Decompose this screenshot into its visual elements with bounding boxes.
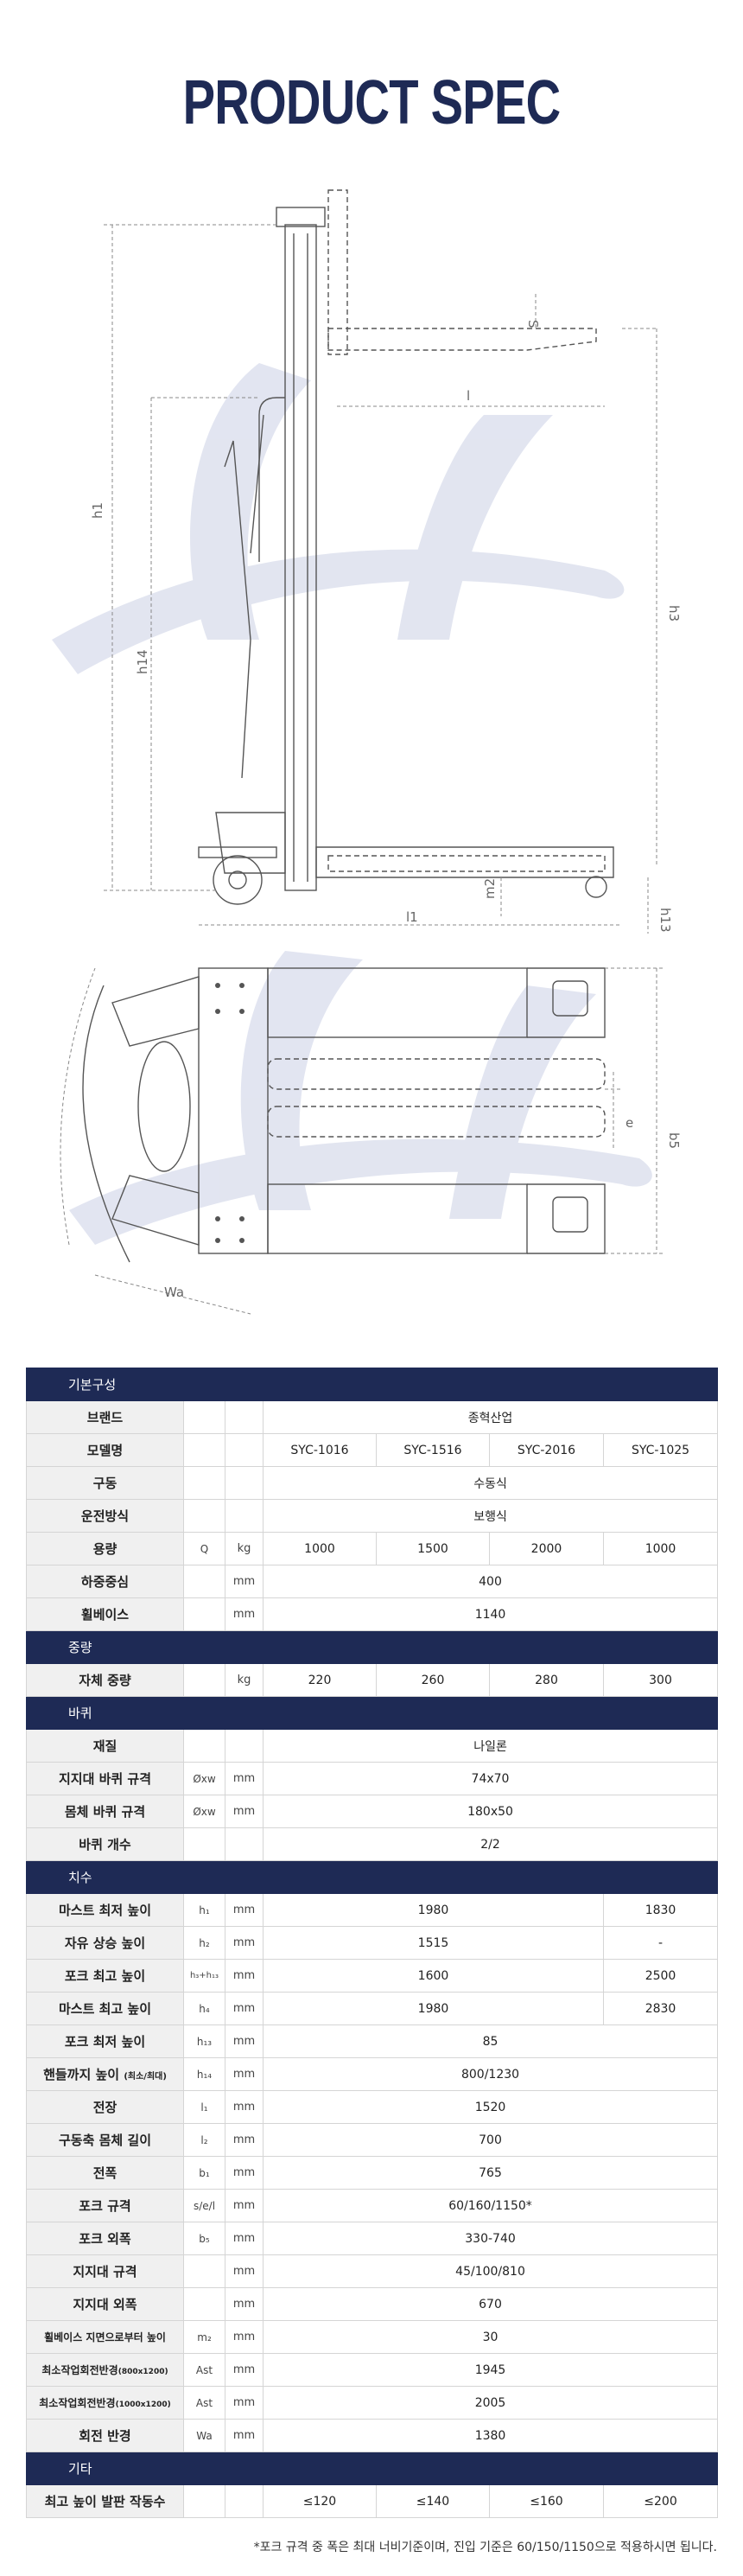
table-row-total-width: 전폭 b₁ mm 765 xyxy=(26,2156,719,2190)
table-row-wheelbase: 휠베이스 mm 1140 xyxy=(26,1597,719,1631)
table-row-fork-outer: 포크 외폭 b₅ mm 330-740 xyxy=(26,2222,719,2255)
table-row-aisle-800: 최소작업회전반경(800x1200) Ast mm 1945 xyxy=(26,2353,719,2387)
table-row-wb-ground: 휠베이스 지면으로부터 높이 m₂ mm 30 xyxy=(26,2320,719,2354)
spec-table: 기본구성 브랜드 종혁산업 모델명 SYC-1016 SYC-1516 SYC-… xyxy=(25,1368,719,2518)
dim-m2: m2 xyxy=(482,878,498,899)
dim-h1: h1 xyxy=(90,502,105,519)
dim-h14: h14 xyxy=(135,649,150,674)
table-row-operation: 운전방식 보행식 xyxy=(26,1499,719,1533)
table-row-fork-min: 포크 최저 높이 h₁₃ mm 85 xyxy=(26,2024,719,2058)
table-row-capacity: 용량 Q kg 1000 1500 2000 1000 xyxy=(26,1532,719,1565)
table-row-mast-max: 마스트 최고 높이 h₄ mm 1980 2830 xyxy=(26,1992,719,2025)
watermark-logo-top xyxy=(69,951,652,1245)
section-etc: 기타 xyxy=(25,2452,719,2485)
section-wheel: 바퀴 xyxy=(25,1696,719,1730)
table-row-free-lift: 자유 상승 높이 h₂ mm 1515 - xyxy=(26,1926,719,1960)
table-row-total-length: 전장 l₁ mm 1520 xyxy=(26,2090,719,2124)
side-view-drawing: h1 h14 h3 S l m2 h13 l1 xyxy=(52,189,682,934)
fork-raised xyxy=(327,328,597,351)
handle-wheel-top xyxy=(137,1041,191,1172)
dim-e: e xyxy=(626,1115,633,1131)
table-row-material: 재질 나일론 xyxy=(26,1729,719,1763)
table-row-pedal: 최고 높이 발판 작동수 ≤120 ≤140 ≤160 ≤200 xyxy=(26,2484,719,2518)
table-row-fork-max: 포크 최고 높이 h₃+h₁₃ mm 1600 2500 xyxy=(26,1959,719,1993)
section-weight: 중량 xyxy=(25,1630,719,1664)
base-frame xyxy=(198,967,269,1254)
table-row-drive-body-length: 구동축 몸체 길이 l₂ mm 700 xyxy=(26,2123,719,2157)
table-row-load-center: 하중중심 mm 400 xyxy=(26,1565,719,1598)
support-wheel xyxy=(585,876,607,898)
footnote: *포크 규격 중 폭은 최대 너비기준이며, 진입 기준은 60/150/115… xyxy=(253,2541,717,2554)
page-title: PRODUCT SPEC xyxy=(182,68,562,137)
mast xyxy=(284,224,317,891)
table-row-brand: 브랜드 종혁산업 xyxy=(26,1400,719,1434)
table-row-support-wheel: 지지대 바퀴 규격 Øxw mm 74x70 xyxy=(26,1762,719,1795)
table-row-wheel-count: 바퀴 개수 2/2 xyxy=(26,1827,719,1861)
table-row-support-spec: 지지대 규격 mm 45/100/810 xyxy=(26,2254,719,2288)
section-dimension: 치수 xyxy=(25,1860,719,1894)
dim-b5: b5 xyxy=(666,1132,682,1149)
table-row-mast-min: 마스트 최저 높이 h₁ mm 1980 1830 xyxy=(26,1893,719,1927)
handle xyxy=(258,397,285,562)
table-row-body-wheel: 몸체 바퀴 규격 Øxw mm 180x50 xyxy=(26,1795,719,1828)
table-row-drive: 구동 수동식 xyxy=(26,1466,719,1500)
mast-top xyxy=(276,207,326,227)
table-row-aisle-1000: 최소작업회전반경(1000x1200) Ast mm 2005 xyxy=(26,2386,719,2420)
dim-s: S xyxy=(525,320,541,328)
dim-h13: h13 xyxy=(657,908,673,933)
top-view-drawing: b5 e Wa xyxy=(60,951,682,1315)
dim-l1: l1 xyxy=(406,909,418,925)
fork-left-top xyxy=(267,1058,606,1090)
fork-right-top xyxy=(267,1106,606,1138)
table-row-support-outer: 지지대 외폭 mm 670 xyxy=(26,2287,719,2321)
left-support xyxy=(527,967,606,1038)
dim-h3: h3 xyxy=(666,605,682,622)
table-row-self-weight: 자체 중량 kg 220 260 280 300 xyxy=(26,1663,719,1697)
table-row-model: 모델명 SYC-1016 SYC-1516 SYC-2016 SYC-1025 xyxy=(26,1433,719,1467)
drive-wheel xyxy=(213,855,263,905)
dim-wa: Wa xyxy=(164,1285,184,1300)
section-basic: 기본구성 xyxy=(25,1368,719,1401)
table-row-handle-height: 핸들까지 높이 (최소/최대) h₁₄ mm 800/1230 xyxy=(26,2057,719,2091)
watermark-logo xyxy=(52,363,625,674)
fork-lowered xyxy=(315,846,614,878)
table-row-fork-spec: 포크 규격 s/e/l mm 60/160/1150* xyxy=(26,2189,719,2222)
table-row-turn-radius: 회전 반경 Wa mm 1380 xyxy=(26,2419,719,2452)
right-support xyxy=(527,1183,606,1254)
dim-l: l xyxy=(467,388,470,404)
